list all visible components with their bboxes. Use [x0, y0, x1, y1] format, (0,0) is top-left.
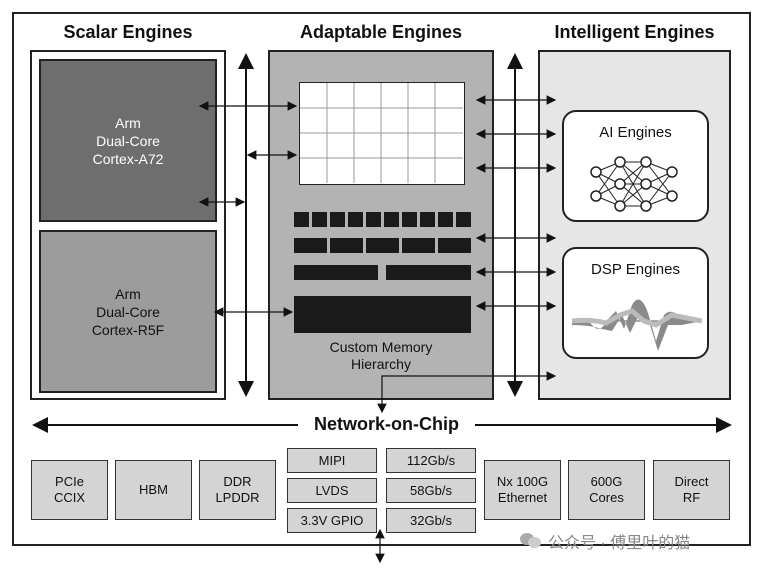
ethernet-block: Nx 100G Ethernet	[484, 460, 561, 520]
adaptable-engines-title: Adaptable Engines	[299, 22, 463, 42]
hbm-block: HBM	[115, 460, 192, 520]
memory-block	[456, 212, 471, 227]
fabric-grid-lines	[300, 83, 463, 183]
gpio-block: 3.3V GPIO	[287, 508, 377, 533]
memory-block	[348, 212, 363, 227]
memory-row-3	[294, 265, 474, 281]
memory-block	[384, 212, 399, 227]
scalar-engines-panel: Arm Dual-Core Cortex-A72 Arm Dual-Core C…	[30, 50, 226, 400]
dsp-engines-box: DSP Engines	[562, 247, 709, 359]
memory-block	[386, 265, 471, 280]
rate-58gbps-block: 58Gb/s	[386, 478, 476, 503]
logic-fabric-grid	[299, 82, 465, 185]
memory-block	[294, 212, 309, 227]
memory-row-1	[294, 212, 474, 228]
memory-block	[366, 212, 381, 227]
memory-block	[330, 212, 345, 227]
memory-block	[366, 238, 399, 253]
ddr-lpddr-block: DDR LPDDR	[199, 460, 276, 520]
memory-block	[330, 238, 363, 253]
direct-rf-block: Direct RF	[653, 460, 730, 520]
pcie-ccix-block: PCIe CCIX	[31, 460, 108, 520]
dsp-engines-label: DSP Engines	[591, 261, 680, 278]
adaptable-engines-panel: Custom Memory Hierarchy	[268, 50, 494, 400]
ai-engines-box: AI Engines	[562, 110, 709, 222]
memory-block-large	[294, 296, 471, 333]
ai-engines-label: AI Engines	[599, 124, 672, 141]
arm-cortex-a72-core: Arm Dual-Core Cortex-A72	[39, 59, 217, 222]
network-on-chip-label: Network-on-Chip	[314, 414, 459, 434]
rate-32gbps-block: 32Gb/s	[386, 508, 476, 533]
neural-network-icon	[590, 156, 678, 212]
rate-112gbps-block: 112Gb/s	[386, 448, 476, 473]
dsp-waveform-icon	[572, 299, 702, 351]
mipi-block: MIPI	[287, 448, 377, 473]
600g-cores-block: 600G Cores	[568, 460, 645, 520]
wechat-icon	[520, 532, 542, 550]
watermark-text: 公众号 · 傅里叶的猫	[548, 535, 691, 552]
memory-block	[402, 212, 417, 227]
scalar-engines-title: Scalar Engines	[63, 22, 193, 42]
memory-block	[438, 238, 471, 253]
intelligent-engines-title: Intelligent Engines	[554, 22, 715, 42]
memory-block	[294, 265, 378, 280]
intelligent-engines-panel: AI Engines DSP Engines	[538, 50, 731, 400]
watermark: 公众号 · 傅里叶的猫	[520, 529, 690, 553]
lvds-block: LVDS	[287, 478, 377, 503]
custom-memory-hierarchy-label: Custom Memory Hierarchy	[329, 339, 433, 372]
memory-block	[420, 212, 435, 227]
memory-block	[312, 212, 327, 227]
memory-block	[402, 238, 435, 253]
memory-block	[438, 212, 453, 227]
memory-row-2	[294, 238, 474, 254]
memory-block	[294, 238, 327, 253]
